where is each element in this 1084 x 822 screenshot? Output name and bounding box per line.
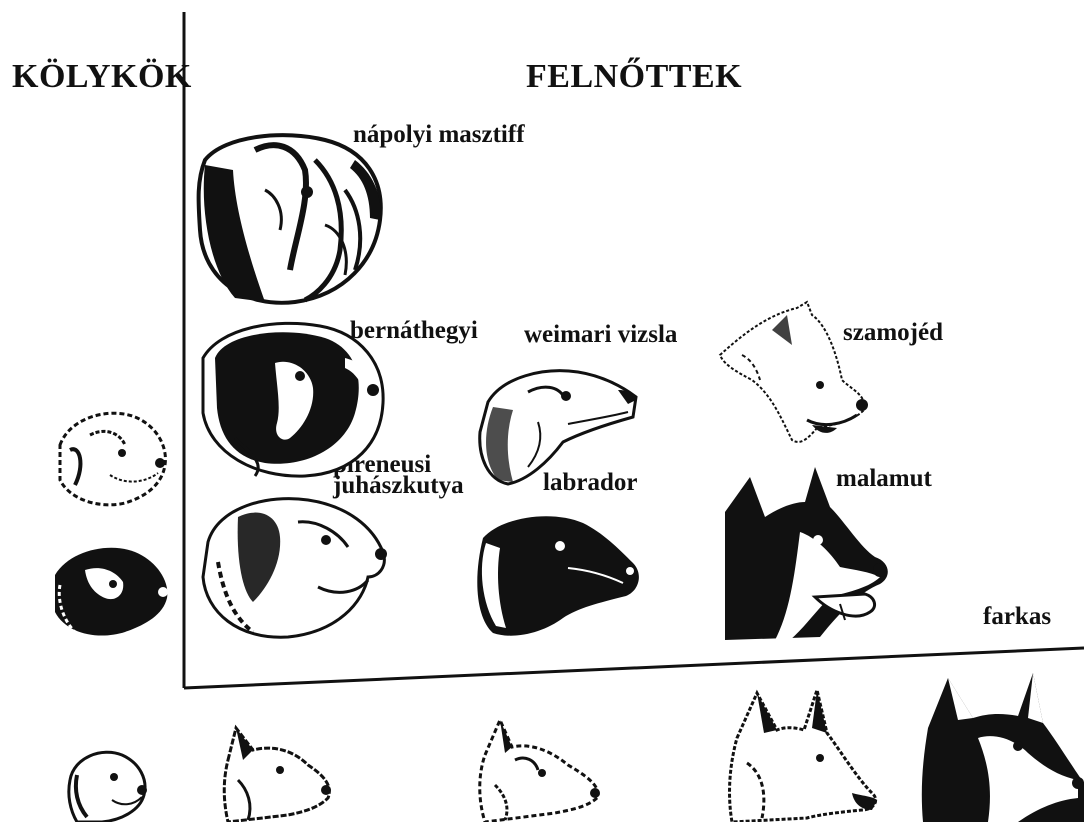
bottom-puppy-image-1 bbox=[62, 745, 150, 822]
adults-heading: FELNŐTTEK bbox=[526, 60, 742, 94]
bottom-dog-image-4 bbox=[722, 688, 880, 822]
puppy-image-1 bbox=[50, 405, 170, 510]
bottom-puppy-image-2 bbox=[218, 720, 333, 822]
puppies-heading: KÖLYKÖK bbox=[12, 60, 192, 94]
malamut-image bbox=[720, 462, 892, 640]
puppy-image-2 bbox=[45, 540, 173, 640]
szamojed-image bbox=[712, 300, 870, 445]
labrador-image bbox=[468, 508, 643, 640]
napolyi-masztiff-image bbox=[195, 130, 390, 305]
pireneusi-juhaszkutya-image bbox=[198, 492, 390, 640]
bernathegyi-image bbox=[195, 318, 390, 478]
label-weimari-vizsla: weimari vizsla bbox=[524, 322, 677, 347]
bottom-wolf-image-5 bbox=[918, 668, 1084, 822]
weimari-vizsla-image bbox=[468, 362, 640, 487]
bottom-dog-image-3 bbox=[470, 715, 605, 822]
label-farkas: farkas bbox=[983, 604, 1051, 629]
